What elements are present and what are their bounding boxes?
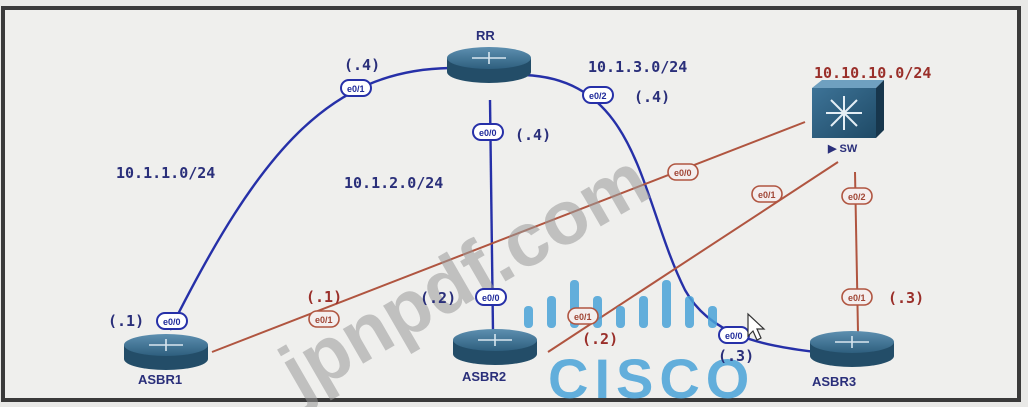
switch-top (812, 80, 884, 88)
device-label-sw: ▶ SW (827, 143, 858, 155)
subnet-label-10-1-1: 10.1.1.0/24 (116, 164, 215, 182)
badge-text: e0/1 (347, 84, 365, 94)
badge-frame (567, 307, 599, 325)
cisco-bar (708, 306, 717, 328)
badge-text: e0/1 (574, 312, 592, 322)
subnet-label-10-1-3: 10.1.3.0/24 (588, 58, 687, 76)
host-label-asbr3-e0-0: (.3) (718, 347, 754, 365)
switch-arrows-icon (826, 96, 862, 130)
interface-badge-asbr3-e0-0[interactable]: e0/0 (718, 326, 750, 344)
cisco-bar (616, 306, 625, 328)
cisco-bar (547, 296, 556, 328)
interface-badge-asbr3-e0-1[interactable]: e0/1 (841, 288, 873, 306)
router-arrows-icon (478, 334, 512, 346)
badge-frame (156, 312, 188, 330)
badge-frame (475, 288, 507, 306)
subnet-label-10-1-2: 10.1.2.0/24 (344, 174, 443, 192)
host-label-rr-e0-1: (.4) (344, 56, 380, 74)
badge-frame (667, 163, 699, 181)
device-label-asbr2: ASBR2 (462, 369, 506, 384)
router-arrows-icon (472, 52, 506, 64)
interface-badge-rr-e0-2[interactable]: e0/2 (582, 86, 614, 104)
interface-badge-asbr2-e0-0[interactable]: e0/0 (475, 288, 507, 306)
interface-badge-rr-e0-0[interactable]: e0/0 (472, 123, 504, 141)
switch-sw[interactable] (812, 80, 884, 138)
host-label-rr-e0-2: (.4) (634, 88, 670, 106)
mouse-cursor-icon (747, 312, 766, 341)
host-label-asbr1-e0-1: (.1) (306, 288, 342, 306)
interface-badge-asbr1-e0-0[interactable]: e0/0 (156, 312, 188, 330)
badge-text: e0/1 (315, 315, 333, 325)
host-label-asbr2-e0-0: (.2) (420, 289, 456, 307)
cisco-bar (524, 306, 533, 328)
interface-badge-sw-e0-0[interactable]: e0/0 (667, 163, 699, 181)
cisco-bar (685, 296, 694, 328)
interface-badge-sw-e0-1[interactable]: e0/1 (751, 185, 783, 203)
badge-frame (841, 288, 873, 306)
device-label-asbr1: ASBR1 (138, 372, 182, 387)
interface-badge-asbr2-e0-1[interactable]: e0/1 (567, 307, 599, 325)
device-label-rr: RR (476, 28, 495, 43)
switch-right (876, 80, 884, 138)
badge-frame (472, 123, 504, 141)
router-asbr2[interactable] (453, 329, 537, 365)
host-label-asbr3-e0-1: (.3) (888, 289, 924, 307)
badge-text: e0/2 (848, 192, 866, 202)
badge-text: e0/0 (479, 128, 497, 138)
badge-text: e0/2 (589, 91, 607, 101)
interface-badge-sw-e0-2[interactable]: e0/2 (841, 187, 873, 205)
host-label-asbr1-e0-0: (.1) (108, 312, 144, 330)
device-label-asbr3: ASBR3 (812, 374, 856, 389)
interface-badge-rr-e0-1[interactable]: e0/1 (340, 79, 372, 97)
badge-text: e0/0 (482, 293, 500, 303)
badge-text: e0/0 (725, 331, 743, 341)
router-rr[interactable] (447, 47, 531, 83)
router-asbr1[interactable] (124, 334, 208, 370)
badge-frame (582, 86, 614, 104)
badge-text: e0/0 (674, 168, 692, 178)
host-label-asbr2-e0-1: (.2) (582, 330, 618, 348)
badge-frame (841, 187, 873, 205)
badge-text: e0/1 (758, 190, 776, 200)
link-rr-asbr1 (168, 66, 451, 331)
router-arrows-icon (149, 339, 183, 351)
cisco-bar (639, 296, 648, 328)
badge-frame (751, 185, 783, 203)
badge-text: e0/0 (163, 317, 181, 327)
subnet-label-10-10-10: 10.10.10.0/24 (814, 64, 931, 82)
router-arrows-icon (835, 336, 869, 348)
badge-text: e0/1 (848, 293, 866, 303)
badge-frame (308, 310, 340, 328)
cisco-bar (662, 280, 671, 328)
badge-frame (340, 79, 372, 97)
interface-badge-asbr1-e0-1[interactable]: e0/1 (308, 310, 340, 328)
router-asbr3[interactable] (810, 331, 894, 367)
host-label-rr-e0-0: (.4) (515, 126, 551, 144)
cisco-wordmark: CISCO (548, 347, 755, 407)
